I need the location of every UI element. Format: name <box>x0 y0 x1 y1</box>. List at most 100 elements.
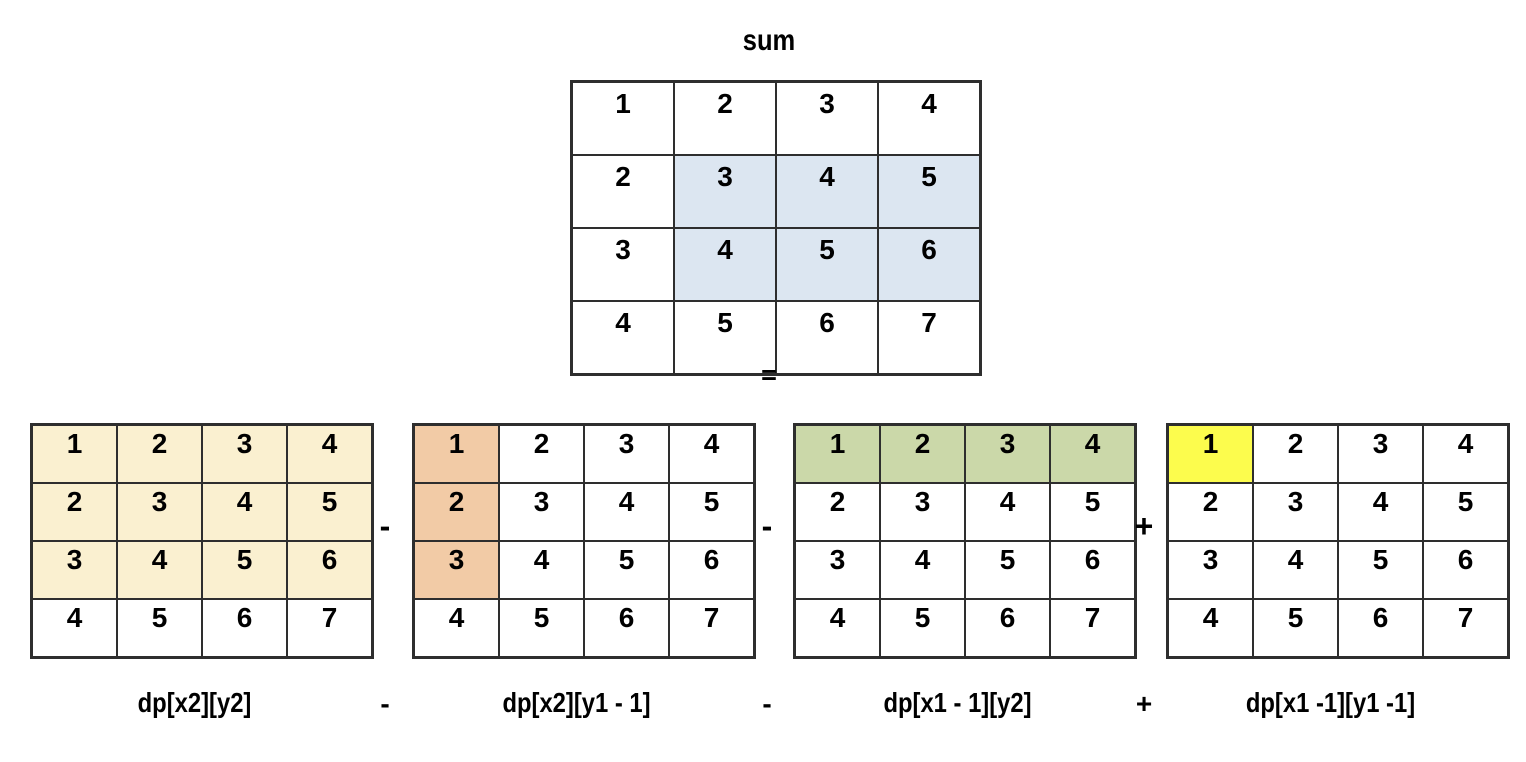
grid-cell: 5 <box>879 598 966 659</box>
grid-cell: 7 <box>1422 598 1510 659</box>
minus-operator-grids-1: - <box>379 508 391 544</box>
grid-cell: 5 <box>1337 540 1424 600</box>
grid-cell-highlighted: 3 <box>673 154 777 229</box>
grid-cell: 5 <box>116 598 203 659</box>
grid-cell-highlighted: 3 <box>30 540 118 600</box>
grid-cell-highlighted: 5 <box>286 482 374 542</box>
grid-cell: 4 <box>412 598 500 659</box>
grid-cell: 6 <box>775 300 879 376</box>
grid-cell: 2 <box>570 154 675 229</box>
grid-cell-highlighted: 2 <box>412 482 500 542</box>
grid-cell-highlighted: 6 <box>286 540 374 600</box>
term-label-dp-x1-1-y2: dp[x1 - 1][y2] <box>883 687 1032 718</box>
minus-operator-labels-1: - <box>380 688 390 719</box>
grid-cell-highlighted: 2 <box>879 423 966 484</box>
grid-cell: 4 <box>583 482 670 542</box>
grid-cell: 3 <box>1252 482 1339 542</box>
grid-cell: 5 <box>583 540 670 600</box>
grid-cell: 2 <box>673 80 777 156</box>
grid-cell: 3 <box>1337 423 1424 484</box>
grid-cell: 1 <box>570 80 675 156</box>
grid-cell: 3 <box>583 423 670 484</box>
grid-cell: 6 <box>201 598 288 659</box>
grid-cell-highlighted: 2 <box>30 482 118 542</box>
grid-cell-highlighted: 5 <box>775 227 879 302</box>
minus-operator-grids-2: - <box>761 508 773 544</box>
grid-cell: 4 <box>1166 598 1254 659</box>
grid-cell-highlighted: 5 <box>201 540 288 600</box>
grid-cell-highlighted: 4 <box>201 482 288 542</box>
term-label-dp-x2-y1-1: dp[x2][y1 - 1] <box>502 687 651 718</box>
grid-cell-highlighted: 3 <box>201 423 288 484</box>
minus-operator-labels-2: - <box>762 688 772 719</box>
grid-cell: 3 <box>570 227 675 302</box>
term-label-dp-x1-1-y1-1: dp[x1 -1][y1 -1] <box>1245 687 1416 718</box>
grid-cell: 4 <box>1252 540 1339 600</box>
grid-cell: 4 <box>793 598 881 659</box>
grid-cell: 5 <box>1422 482 1510 542</box>
grid-cell: 5 <box>673 300 777 376</box>
grid-cell: 7 <box>1049 598 1137 659</box>
grid-cell-highlighted: 2 <box>116 423 203 484</box>
grid-cell: 3 <box>498 482 585 542</box>
grid-cell: 4 <box>1422 423 1510 484</box>
grid-cell: 5 <box>964 540 1051 600</box>
grid-cell: 4 <box>30 598 118 659</box>
grid-cell: 6 <box>583 598 670 659</box>
grid-cell: 3 <box>1166 540 1254 600</box>
grid-cell: 7 <box>668 598 756 659</box>
grid-cell-highlighted: 1 <box>793 423 881 484</box>
grid-cell: 6 <box>1049 540 1137 600</box>
grid-cell: 6 <box>964 598 1051 659</box>
grid-cell: 4 <box>668 423 756 484</box>
grid-cell-highlighted: 4 <box>775 154 879 229</box>
grid-cell-highlighted: 4 <box>116 540 203 600</box>
grid-cell: 6 <box>1337 598 1424 659</box>
grid-cell-highlighted: 3 <box>116 482 203 542</box>
grid-cell-highlighted: 1 <box>1166 423 1254 484</box>
grid-cell: 2 <box>793 482 881 542</box>
grid-cell: 4 <box>877 80 982 156</box>
term-label-dp-x2-y2: dp[x2][y2] <box>137 687 252 718</box>
plus-operator-labels: + <box>1135 688 1153 719</box>
grid-cell: 3 <box>775 80 879 156</box>
grid-cell-highlighted: 5 <box>877 154 982 229</box>
grid-cell-highlighted: 4 <box>1049 423 1137 484</box>
equals-sign: = <box>761 360 777 390</box>
grid-cell: 2 <box>1166 482 1254 542</box>
grid-cell: 4 <box>498 540 585 600</box>
grid-cell-highlighted: 4 <box>286 423 374 484</box>
grid-cell-highlighted: 3 <box>412 540 500 600</box>
grid-cell: 5 <box>1049 482 1137 542</box>
grid-cell: 3 <box>879 482 966 542</box>
grid-cell: 4 <box>879 540 966 600</box>
grid-cell: 2 <box>1252 423 1339 484</box>
grid-cell: 6 <box>1422 540 1510 600</box>
grid-cell: 3 <box>793 540 881 600</box>
plus-operator-grids: + <box>1134 508 1154 544</box>
grid-cell-highlighted: 1 <box>30 423 118 484</box>
